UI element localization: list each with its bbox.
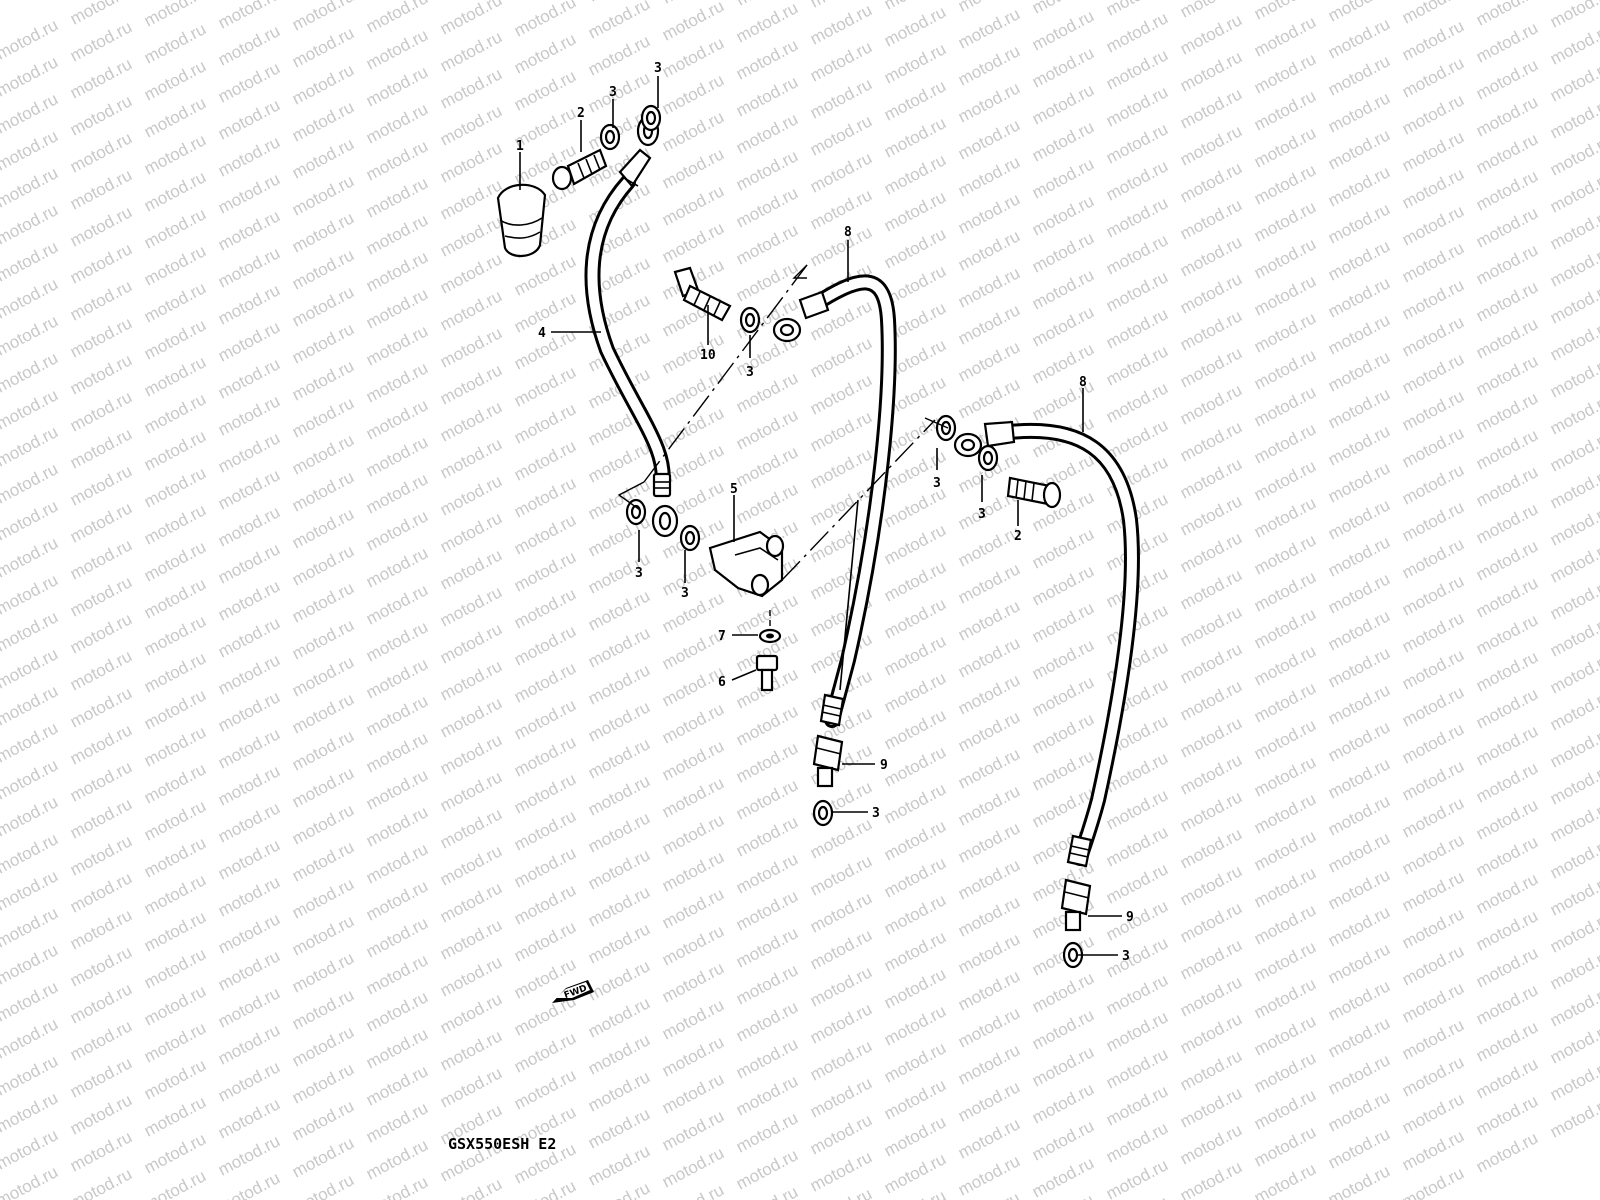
callout-3-left-bottom: 3 — [872, 806, 880, 821]
callout-9-right: 9 — [1126, 910, 1134, 925]
callout-8-right: 8 — [1079, 375, 1087, 390]
callout-3-right-a: 3 — [933, 476, 941, 491]
washer-3-hole — [604, 129, 616, 145]
callout-2-top: 2 — [577, 106, 585, 121]
callout-3-low-a: 3 — [635, 566, 643, 581]
part-9-fitting-right[interactable] — [1060, 878, 1092, 932]
callout-5: 5 — [730, 482, 738, 497]
callout-6: 6 — [718, 675, 726, 690]
part-1-cap[interactable] — [496, 183, 547, 257]
washer-3-hole — [684, 530, 696, 546]
washer-3-hole — [744, 312, 756, 328]
callout-7: 7 — [718, 629, 726, 644]
callout-3-top-b: 3 — [654, 61, 662, 76]
callout-3-mid: 3 — [746, 365, 754, 380]
callout-4: 4 — [538, 326, 546, 341]
forward-arrow: FWD — [552, 980, 594, 1003]
callout-2-right: 2 — [1014, 529, 1022, 544]
washer-3-hole — [817, 805, 829, 821]
washer-3-hole — [645, 110, 657, 126]
callout-3-top-a: 3 — [609, 85, 617, 100]
washer-3-hole — [1067, 947, 1079, 963]
part-9-fitting-left[interactable] — [812, 734, 844, 788]
callout-1: 1 — [516, 139, 524, 154]
part-7-washer[interactable] — [758, 628, 782, 644]
callout-3-low-b: 3 — [681, 586, 689, 601]
model-caption: GSX550ESH E2 — [448, 1135, 556, 1153]
callout-9-left: 9 — [880, 758, 888, 773]
part-5-brake-joint[interactable] — [708, 530, 785, 598]
callout-8-left: 8 — [844, 225, 852, 240]
callout-3-right-bottom: 3 — [1122, 949, 1130, 964]
callout-10: 10 — [700, 348, 716, 363]
washer-3-hole — [940, 420, 952, 436]
washer-3-hole — [982, 450, 994, 466]
callout-3-right-b: 3 — [978, 507, 986, 522]
